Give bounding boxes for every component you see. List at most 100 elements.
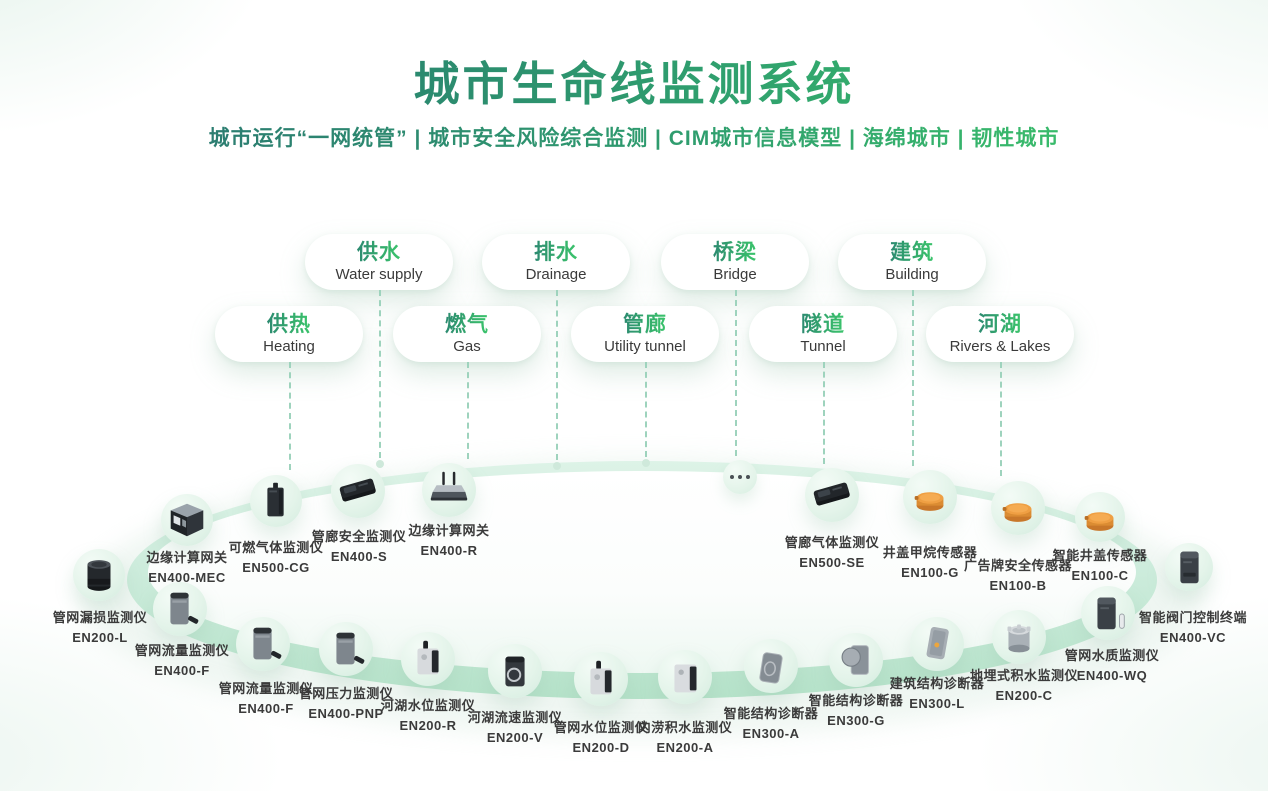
device-node-en200-d[interactable] <box>574 652 628 706</box>
category-pill-utility-tunnel[interactable]: 管廊 Utility tunnel <box>571 306 719 362</box>
category-cn-label: 供水 <box>357 240 401 264</box>
device-node-en200-r[interactable] <box>401 632 455 686</box>
device-model: EN400-MEC <box>148 570 226 585</box>
device-node-en400-f[interactable] <box>153 582 207 636</box>
device-node-en400-r[interactable] <box>422 463 476 517</box>
cyl-metal-icon <box>996 614 1042 660</box>
device-name: 管廊安全监测仪 <box>311 529 407 544</box>
device-model: EN400-F <box>238 701 294 716</box>
device-model: EN400-VC <box>1159 630 1227 645</box>
box-tall-gray-icon <box>323 626 369 672</box>
device-node-en100-c[interactable] <box>1075 492 1125 542</box>
device-node-en400-wq[interactable] <box>1081 586 1135 640</box>
plate-gray-icon <box>748 643 794 689</box>
device-name: 边缘计算网关 <box>408 523 490 538</box>
box-dark-ring-icon <box>492 648 538 694</box>
category-cn-label: 管廊 <box>623 312 667 336</box>
category-cn-label: 建筑 <box>890 240 934 264</box>
device-node-en200-a[interactable] <box>658 650 712 704</box>
page-subtitle: 城市运行“一网统管” | 城市安全风险综合监测 | CIM城市信息模型 | 海绵… <box>0 122 1268 152</box>
device-model: EN200-L <box>72 630 128 645</box>
device-model: EN400-F <box>154 663 210 678</box>
device-name: 河湖流速监测仪 <box>467 710 563 725</box>
device-node-en200-v[interactable] <box>488 644 542 698</box>
router-icon <box>426 467 472 513</box>
cube-dark-icon <box>164 497 210 543</box>
device-name: 可燃气体监测仪 <box>228 540 324 555</box>
category-cn-label: 河湖 <box>978 312 1022 336</box>
category-en-label: Bridge <box>713 266 757 284</box>
device-name: 智能阀门控制终端 <box>1138 610 1248 625</box>
box-tall-dark-icon <box>1166 544 1212 590</box>
device-label-en400-vc: 智能阀门控制终端 EN400-VC <box>1139 608 1247 648</box>
device-node-en400-vc[interactable] <box>1165 543 1213 591</box>
box-light-icon <box>662 654 708 700</box>
connector-line <box>823 362 825 464</box>
device-node-en400-pnp[interactable] <box>319 622 373 676</box>
category-en-label: Utility tunnel <box>604 338 686 356</box>
device-model: EN300-L <box>909 696 965 711</box>
device-label-en200-a: 内涝积水监测仪 EN200-A <box>638 718 733 758</box>
device-node-en400-mec[interactable] <box>161 494 213 546</box>
device-node-en300-a[interactable] <box>744 639 798 693</box>
category-en-label: Building <box>885 266 939 284</box>
device-model: EN200-A <box>656 740 714 755</box>
device-name: 管网水位监测仪 <box>553 720 649 735</box>
device-node-en200-c[interactable] <box>992 610 1046 664</box>
category-pill-tunnel[interactable]: 隧道 Tunnel <box>749 306 897 362</box>
plate-disc-icon <box>833 637 879 683</box>
device-name: 管网流量监测仪 <box>134 643 230 658</box>
device-model: EN200-R <box>399 718 457 733</box>
device-model: EN200-D <box>572 740 630 755</box>
device-label-en300-g: 智能结构诊断器 EN300-G <box>809 691 904 731</box>
connector-end-dot <box>642 459 650 467</box>
category-cn-label: 隧道 <box>801 312 845 336</box>
device-name: 管廊气体监测仪 <box>784 535 880 550</box>
device-node-en100-g[interactable] <box>903 470 957 524</box>
connector-line <box>556 290 558 460</box>
device-name: 建筑结构诊断器 <box>889 676 985 691</box>
connector-line <box>379 290 381 458</box>
device-node-en300-l[interactable] <box>910 617 964 671</box>
device-label-en300-l: 建筑结构诊断器 EN300-L <box>890 674 985 714</box>
device-name: 管网水质监测仪 <box>1064 648 1160 663</box>
device-node-en300-g[interactable] <box>829 633 883 687</box>
category-pill-building[interactable]: 建筑 Building <box>838 234 986 290</box>
category-cn-label: 燃气 <box>445 312 489 336</box>
category-en-label: Tunnel <box>800 338 846 356</box>
box-light-ant-icon <box>578 656 624 702</box>
device-node-en500-se[interactable] <box>805 468 859 522</box>
cyl-black-icon <box>76 552 122 598</box>
device-node-en400-f[interactable] <box>236 617 290 671</box>
box-flat-dark-icon <box>809 472 855 518</box>
box-tall-gray-icon <box>157 586 203 632</box>
device-node-en200-l[interactable] <box>73 549 125 601</box>
device-node-en100-b[interactable] <box>991 481 1045 535</box>
category-cn-label: 排水 <box>534 240 578 264</box>
device-model: EN300-G <box>827 713 885 728</box>
connector-line <box>289 362 291 470</box>
device-name: 管网压力监测仪 <box>298 686 394 701</box>
device-name: 内涝积水监测仪 <box>637 720 733 735</box>
device-node-en400-s[interactable] <box>331 464 385 518</box>
device-node-en500-cg[interactable] <box>250 475 302 527</box>
puck-orange-icon <box>995 485 1041 531</box>
device-name: 智能结构诊断器 <box>808 693 904 708</box>
